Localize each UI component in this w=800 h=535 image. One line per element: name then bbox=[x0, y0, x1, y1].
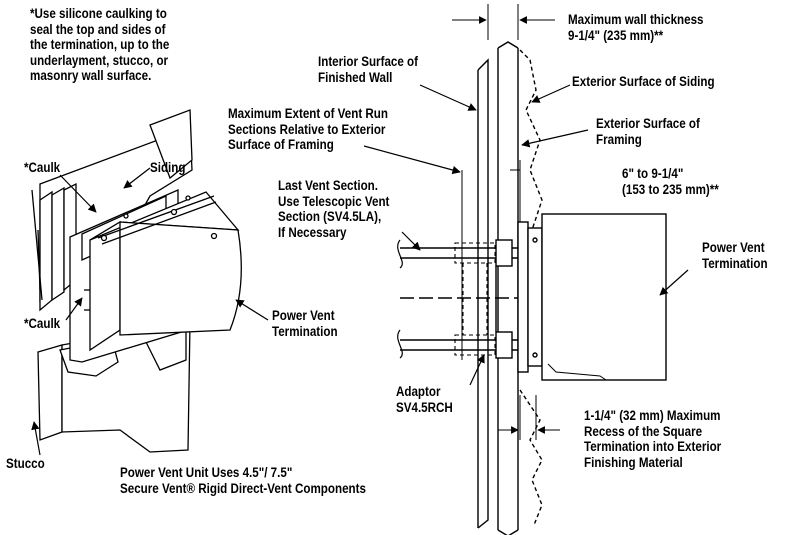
interior-surface-line: Interior Surface of bbox=[318, 54, 419, 69]
caulk-bottom-label: *Caulk bbox=[24, 316, 61, 331]
cross-section bbox=[397, 4, 667, 535]
adaptor-line: Adaptor bbox=[396, 384, 441, 399]
max-extent-line: Surface of Framing bbox=[228, 137, 334, 152]
exterior-framing-line: Framing bbox=[596, 131, 642, 147]
range-label: 6" to 9-1/4" (153 to 235 mm)** bbox=[622, 166, 719, 197]
exterior-siding-label: Exterior Surface of Siding bbox=[572, 74, 715, 89]
right-power-vent-line: Termination bbox=[702, 255, 768, 271]
adaptor-line: SV4.5RCH bbox=[396, 399, 453, 415]
max-wall-label: Maximum wall thickness 9-1/4" (235 mm)** bbox=[568, 12, 704, 43]
recess-line: Finishing Material bbox=[584, 454, 683, 470]
last-vent-label: Last Vent Section. Use Telescopic Vent S… bbox=[278, 178, 389, 240]
interior-surface-label: Interior Surface of Finished Wall bbox=[318, 54, 418, 85]
max-extent-line: Sections Relative to Exterior bbox=[228, 121, 386, 137]
last-vent-line: Use Telescopic Vent bbox=[278, 193, 390, 209]
max-extent-label: Maximum Extent of Vent Run Sections Rela… bbox=[228, 106, 388, 153]
caulk-top-label: *Caulk bbox=[24, 160, 61, 175]
recess-line: 1-1/4" (32 mm) Maximum bbox=[584, 408, 721, 423]
exterior-framing-label: Exterior Surface of Framing bbox=[596, 116, 700, 147]
stucco-label: Stucco bbox=[6, 456, 45, 471]
caulk-note-line: the termination, up to the bbox=[30, 37, 170, 52]
caulk-note-line: *Use silicone caulking to bbox=[30, 6, 167, 21]
footer-line: Power Vent Unit Uses 4.5"/ 7.5" bbox=[120, 465, 293, 480]
left-power-vent-label: Power Vent Termination bbox=[272, 308, 338, 339]
caulk-note-line: masonry wall surface. bbox=[30, 68, 152, 83]
leader-arrows bbox=[31, 84, 689, 456]
last-vent-line: Last Vent Section. bbox=[278, 178, 379, 193]
exterior-framing-line: Exterior Surface of bbox=[596, 116, 700, 131]
termination-box-front bbox=[119, 221, 242, 336]
termination-box-side bbox=[89, 220, 121, 352]
recess-label: 1-1/4" (32 mm) Maximum Recess of the Squ… bbox=[584, 408, 721, 470]
left-power-vent-line: Termination bbox=[272, 323, 338, 339]
max-wall-line: 9-1/4" (235 mm)** bbox=[568, 27, 664, 43]
caulk-note-line: underlayment, stucco, or bbox=[30, 52, 169, 68]
max-extent-line: Maximum Extent of Vent Run bbox=[228, 106, 388, 121]
siding-label: Siding bbox=[150, 160, 186, 175]
footer-line: Secure Vent® Rigid Direct-Vent Component… bbox=[120, 480, 366, 496]
footer-note: Power Vent Unit Uses 4.5"/ 7.5" Secure V… bbox=[120, 465, 366, 496]
left-illustration bbox=[31, 109, 242, 453]
range-line: 6" to 9-1/4" bbox=[622, 166, 684, 181]
last-vent-line: Section (SV4.5LA), bbox=[278, 209, 382, 224]
last-vent-line: If Necessary bbox=[278, 224, 347, 240]
caulk-note: *Use silicone caulking to seal the top a… bbox=[30, 6, 169, 84]
adaptor-label: Adaptor SV4.5RCH bbox=[396, 384, 453, 415]
interior-surface-line: Finished Wall bbox=[318, 69, 393, 85]
right-power-vent-line: Power Vent bbox=[702, 240, 765, 255]
recess-line: Termination into Exterior bbox=[584, 439, 722, 454]
recess-line: Recess of the Square bbox=[584, 423, 703, 439]
caulk-note-line: seal the top and sides of bbox=[30, 21, 166, 37]
right-power-vent-label: Power Vent Termination bbox=[702, 240, 768, 271]
max-wall-line: Maximum wall thickness bbox=[568, 12, 704, 27]
left-power-vent-line: Power Vent bbox=[272, 308, 335, 323]
range-line: (153 to 235 mm)** bbox=[622, 181, 719, 197]
